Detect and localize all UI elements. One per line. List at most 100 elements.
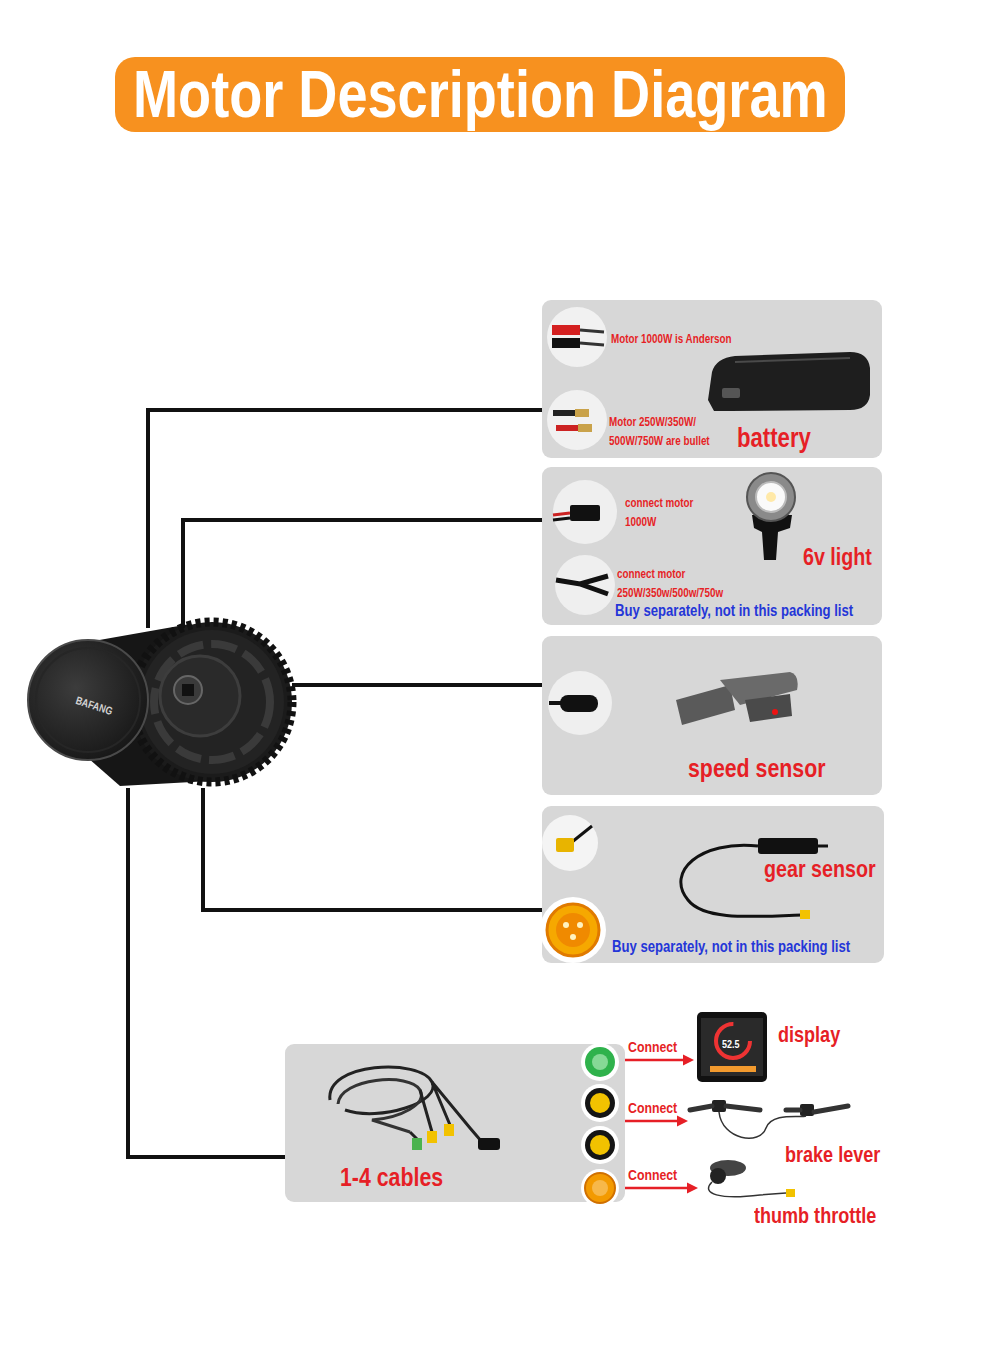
light-plug (570, 505, 600, 521)
arrow-head (687, 1183, 698, 1194)
plug-circle (581, 1084, 619, 1122)
motor-illustration (28, 622, 292, 786)
pin (563, 922, 569, 928)
motor-cover (28, 640, 148, 760)
text-slot: 6v light (803, 543, 887, 572)
connector (625, 1055, 694, 1066)
label-text: thumb throttle (754, 1203, 876, 1229)
edge-label: Connect (628, 1038, 677, 1056)
chainring (140, 630, 284, 774)
sensor-cable (681, 845, 802, 916)
text-slot: gear sensor (764, 855, 900, 884)
y-cable (556, 576, 608, 594)
cable-pictures (330, 1043, 619, 1207)
thumb-throttle-item: thumb throttle (698, 1156, 888, 1232)
plug-circle (581, 1169, 619, 1207)
throttle-body (710, 1168, 726, 1184)
green-plug (585, 1047, 615, 1077)
yellow-plug (427, 1131, 437, 1143)
label-text: gear sensor (764, 855, 876, 884)
sensor-piece (720, 672, 798, 705)
display-gauge (716, 1024, 750, 1058)
title-banner: Motor Description Diagram (115, 57, 845, 132)
brake-lever (786, 1106, 848, 1112)
display-reading: 52.5 (722, 1038, 740, 1051)
cable (410, 1082, 482, 1142)
connector (292, 685, 542, 686)
plug-face (592, 1180, 608, 1196)
cable (338, 1080, 421, 1132)
label-text: 1-4 cables (340, 1162, 443, 1193)
label-text: Buy separately, not in this packing list (615, 601, 853, 620)
wire (549, 701, 562, 705)
lamp-bracket (752, 515, 792, 560)
pin (577, 922, 583, 928)
gear-pictures (540, 815, 828, 963)
wire (572, 826, 592, 842)
edge-label: Connect (628, 1166, 677, 1184)
connector (148, 410, 542, 628)
yellow-plug (800, 910, 810, 919)
connector-line (128, 788, 285, 1157)
throttle-cable (709, 1182, 786, 1197)
label-text: battery (737, 422, 811, 454)
motor-housing (88, 624, 228, 786)
brake-lever-item: brake lever (688, 1098, 888, 1172)
battery-body (708, 352, 870, 411)
text-slot: connect motor 1000W (625, 494, 725, 532)
light-panel: connect motor 1000W6v lightconnect motor… (542, 467, 882, 625)
plug-circle (542, 815, 598, 871)
throttle-paddle (710, 1160, 746, 1176)
plug-circle (553, 480, 617, 544)
orange-plug (585, 1173, 615, 1203)
label-text: brake lever (785, 1142, 880, 1168)
connector-line (148, 410, 542, 628)
display-picture (697, 1012, 767, 1082)
crank-axle (174, 676, 202, 704)
label-text: connect motor 1000W (625, 494, 707, 532)
gear-sensor-panel: gear sensorBuy separately, not in this p… (542, 806, 884, 963)
lamp-head (747, 473, 795, 521)
plug-face (592, 1054, 608, 1070)
edge-label: Connect (628, 1099, 677, 1117)
spider (160, 656, 240, 736)
connector-line (292, 683, 542, 687)
text-slot: 1-4 cables (340, 1162, 466, 1193)
label-text: Buy separately, not in this packing list (612, 937, 850, 956)
text-slot: brake lever (785, 1142, 901, 1168)
anderson-black (552, 338, 580, 348)
text-slot: BAFANG (78, 690, 124, 708)
cable (330, 1067, 433, 1114)
text-slot: Connect (628, 1166, 688, 1184)
yellow-plug (590, 1093, 610, 1113)
plug-circle (555, 555, 615, 615)
display-item: display (694, 1010, 850, 1084)
brake-cable (719, 1112, 806, 1138)
sensor-piece (745, 694, 792, 722)
plug-circle (581, 1043, 619, 1081)
wire (553, 518, 570, 520)
lamp-lens (756, 482, 786, 512)
anderson-red (552, 325, 580, 335)
connector (128, 788, 285, 1157)
connector-line (203, 788, 542, 910)
yellow-plug (786, 1189, 795, 1197)
sensor-box (758, 838, 818, 854)
battery-lock (722, 388, 740, 398)
brake-lever (690, 1106, 760, 1110)
label-text: display (778, 1022, 840, 1048)
battery-panel: Motor 1000W is AndersonMotor 250W/350W/ … (542, 300, 882, 458)
orange-plug (547, 904, 599, 956)
speed-sensor-panel: speed sensor (542, 636, 882, 795)
connector-line (625, 1059, 684, 1062)
wire (580, 330, 604, 345)
arrow-head (683, 1055, 694, 1066)
text-slot: speed sensor (688, 753, 856, 784)
text-slot: Motor 250W/350W/ 500W/750W are bullet (609, 413, 737, 451)
text-slot: 52.5 (722, 1034, 743, 1052)
plug-circle (581, 1126, 619, 1164)
connector-line (625, 1187, 688, 1190)
sensor-piece (676, 685, 735, 725)
text-slot: display (778, 1022, 854, 1048)
